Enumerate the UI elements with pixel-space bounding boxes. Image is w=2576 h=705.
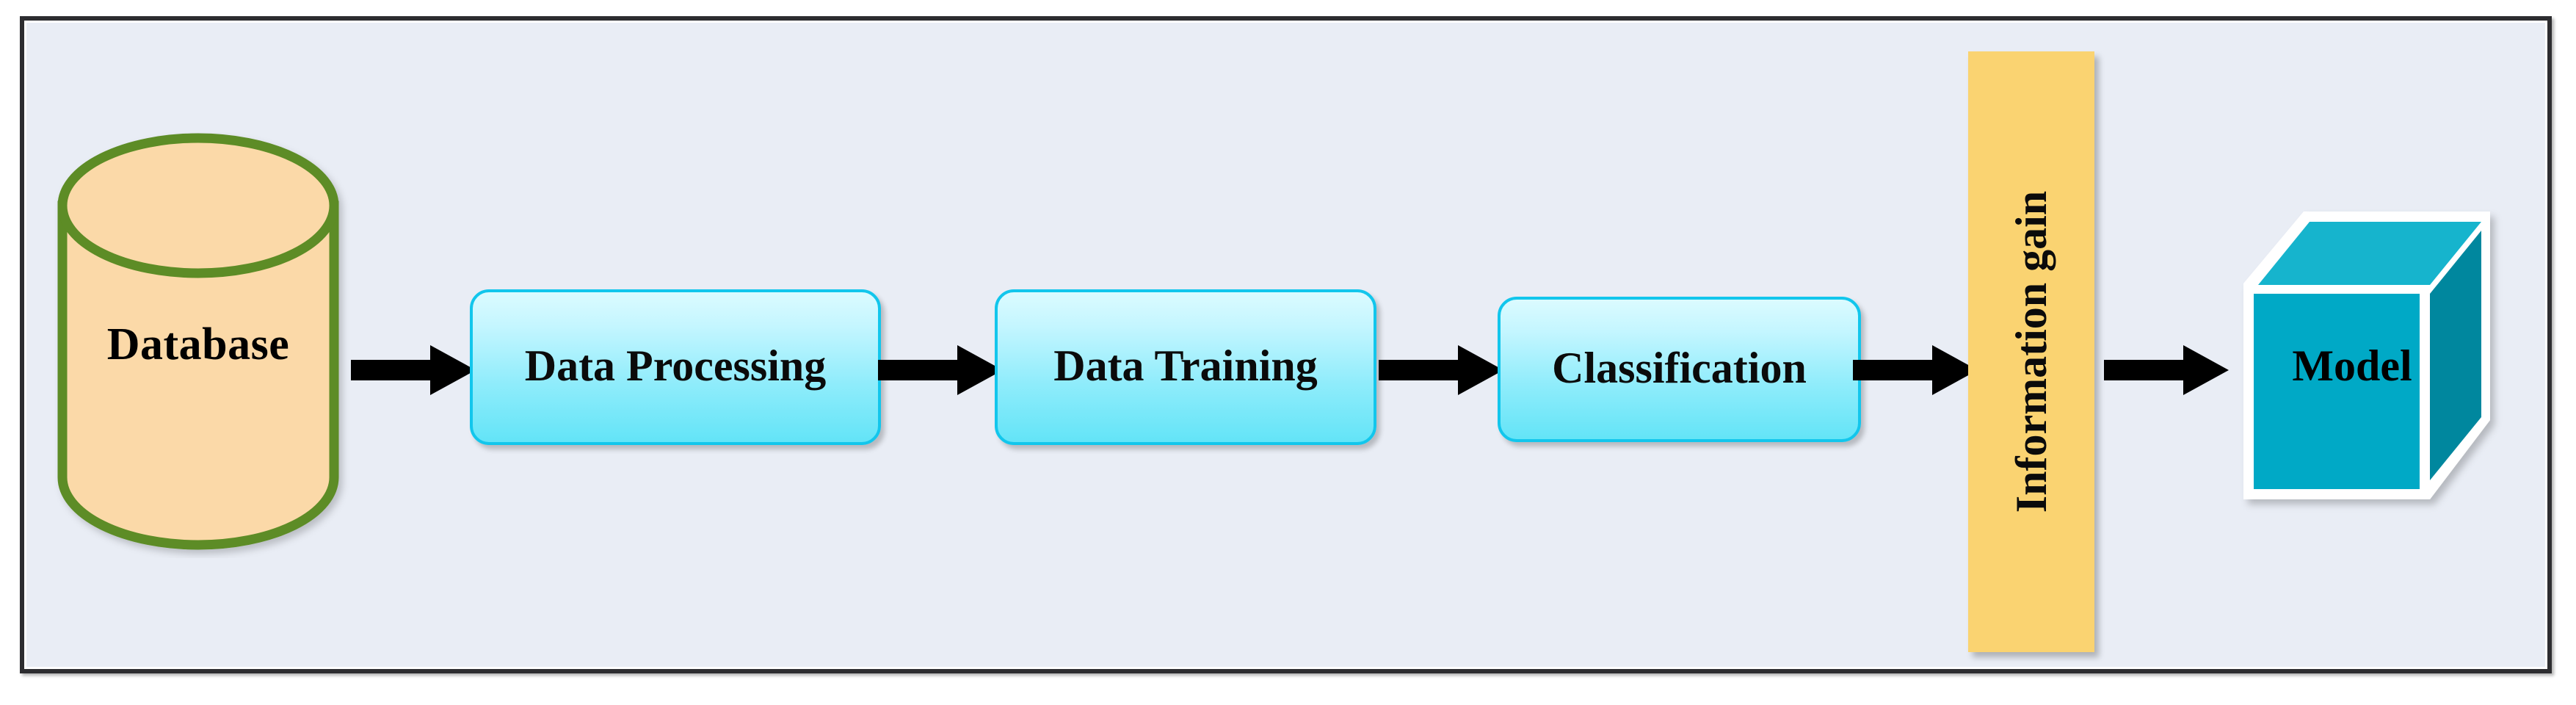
node-information-gain[interactable]: Information gain [1968, 51, 2094, 652]
node-data-processing-label: Data Processing [524, 341, 827, 390]
node-classification[interactable]: Classification [1498, 297, 1861, 442]
node-database[interactable]: Database [40, 132, 356, 558]
node-data-processing[interactable]: Data Processing [470, 289, 881, 445]
node-database-label: Database [106, 319, 290, 369]
database-cylinder-icon [57, 133, 339, 550]
node-information-gain-label: Information gain [2007, 190, 2056, 513]
node-model-label: Model [2292, 341, 2412, 390]
arrow-data-processing-to-data-training [878, 344, 1004, 397]
node-data-training-label: Data Training [1053, 341, 1318, 390]
node-model[interactable]: Model [2233, 200, 2505, 516]
arrow-classification-to-information-gain [1853, 344, 1979, 397]
arrow-data-training-to-classification [1379, 344, 1505, 397]
arrow-information-gain-to-model [2104, 344, 2230, 397]
node-data-training[interactable]: Data Training [995, 289, 1376, 445]
node-classification-label: Classification [1552, 344, 1807, 392]
cube-3d-icon [2243, 212, 2490, 499]
arrow-database-to-data-processing [351, 344, 477, 397]
